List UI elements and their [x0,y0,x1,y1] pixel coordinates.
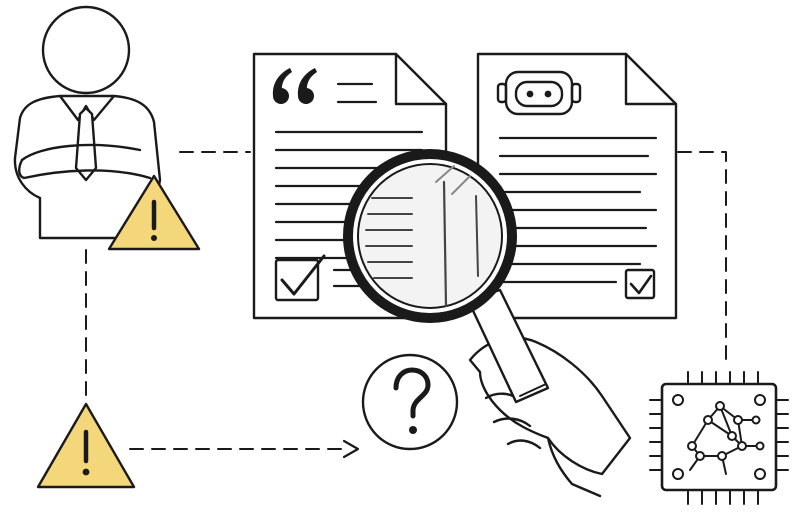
robot-head-icon [498,72,580,114]
checkbox-checked-icon [626,270,654,298]
warning-triangle-icon [38,404,134,487]
magnifier-lens [358,164,502,308]
person-head [43,7,129,93]
connector-doc-to-chip [678,152,726,365]
arrowhead-icon [344,441,358,457]
question-mark-icon [363,355,457,449]
hand-icon [470,338,630,496]
circuit-chip-icon [650,372,788,504]
